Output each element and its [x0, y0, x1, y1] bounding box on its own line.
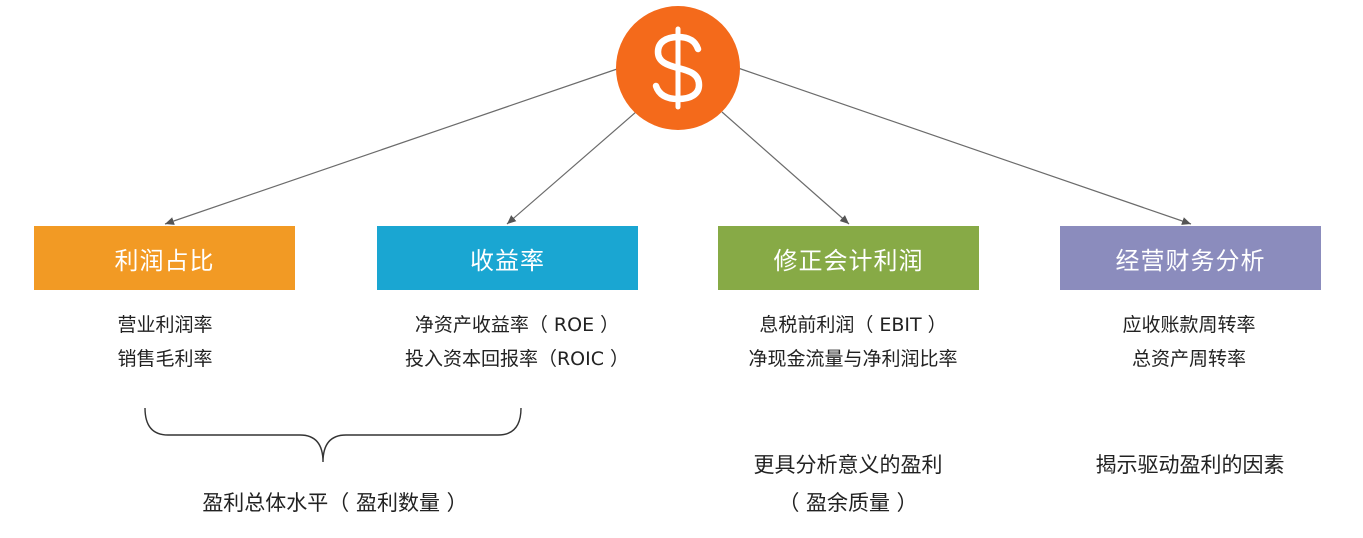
dollar-sign-icon — [616, 6, 740, 130]
metric-list-operating-analysis: 应收账款周转率 总资产周转率 — [1039, 313, 1339, 371]
grouping-brace — [144, 407, 522, 463]
metric-item: 息税前利润（ EBIT ） — [759, 314, 947, 336]
metric-item: 净资产收益率（ ROE ） — [414, 314, 620, 336]
metric-item: 营业利润率 — [117, 314, 213, 336]
note-profit-drivers: 揭示驱动盈利的因素 — [1095, 453, 1285, 477]
connector-arrow-1 — [164, 67, 621, 225]
metric-item: 投入资本回报率（ROIC ） — [404, 348, 630, 370]
note-line: 更具分析意义的盈利 — [753, 453, 943, 477]
metric-item: 销售毛利率 — [117, 348, 213, 370]
metric-list-return-rate: 净资产收益率（ ROE ） 投入资本回报率（ROIC ） — [367, 313, 667, 371]
note-line: （ 盈余质量 ） — [778, 491, 918, 515]
note-meaningful-profit: 更具分析意义的盈利 （ 盈余质量 ） — [698, 452, 998, 516]
category-adjusted-accounting-profit: 修正会计利润 — [718, 226, 979, 290]
category-operating-financial-analysis: 经营财务分析 — [1060, 226, 1321, 290]
category-return-rate: 收益率 — [377, 226, 638, 290]
connector-arrow-2 — [506, 111, 637, 225]
metric-list-profit-share: 营业利润率 销售毛利率 — [15, 313, 315, 371]
metric-item: 总资产周转率 — [1131, 348, 1246, 370]
metric-item: 净现金流量与净利润比率 — [748, 348, 958, 370]
connector-arrow-3 — [721, 111, 850, 225]
metric-item: 应收账款周转率 — [1122, 314, 1256, 336]
metric-list-adjusted-profit: 息税前利润（ EBIT ） 净现金流量与净利润比率 — [703, 313, 1003, 371]
connector-arrow-4 — [737, 67, 1192, 225]
note-overall-profit-level: 盈利总体水平（ 盈利数量 ） — [202, 491, 468, 515]
category-profit-share: 利润占比 — [34, 226, 295, 290]
